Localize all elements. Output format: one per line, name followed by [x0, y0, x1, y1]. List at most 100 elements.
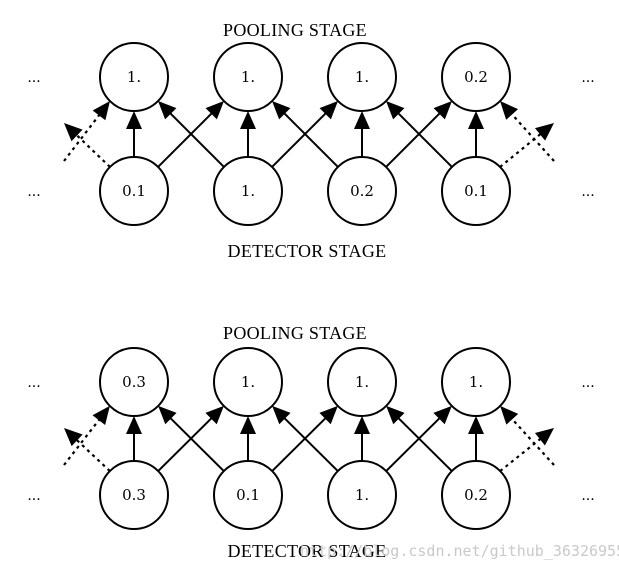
detector-node-value: 0.1	[122, 182, 146, 200]
pooling-node-3: 1.	[327, 347, 397, 417]
edge-d2-p2-arrowhead	[240, 111, 256, 129]
detector-node-value: 0.2	[464, 486, 488, 504]
detector-node-value: 1.	[241, 182, 255, 200]
detector-stage-label: DETECTOR STAGE	[228, 541, 387, 561]
pooling-node-value: 1.	[241, 68, 255, 86]
detector-node-circle	[327, 156, 397, 226]
edge-d1-p2-arrowhead	[205, 405, 224, 425]
edge-d3-p4-line	[385, 110, 443, 168]
pooling-node-circle	[99, 347, 169, 417]
detector-node-value: 0.2	[350, 182, 374, 200]
detector-node-circle	[441, 460, 511, 530]
detector-node-value: 0.1	[236, 486, 260, 504]
edge-d3-p3-arrowhead	[354, 416, 370, 434]
detector-node-4: 0.2	[441, 460, 511, 530]
edge-d1-p1-arrowhead	[126, 416, 142, 434]
pooling-node-1: 1.	[99, 42, 169, 112]
pooling-node-2: 1.	[213, 42, 283, 112]
edge-d1-p2-line	[157, 415, 215, 472]
detector-node-circle	[99, 156, 169, 226]
edge-d3-p4-arrowhead	[433, 101, 452, 120]
ellipsis: ...	[581, 184, 594, 200]
watermark: http://blog.csdn.net/github_36326955	[300, 542, 619, 560]
edge-d4-p3-arrowhead	[386, 101, 405, 120]
edge-d2-p3-arrowhead	[319, 101, 338, 120]
pooling-node-1: 0.3	[99, 347, 169, 417]
detector-node-2: 1.	[213, 156, 283, 226]
edge-d1-offscreen-left-line	[73, 436, 111, 472]
edge-d4-offscreen-right-arrowhead	[534, 123, 554, 141]
pooling-stage-label: POOLING STAGE	[223, 323, 367, 343]
pooling-node-circle	[327, 347, 397, 417]
edge-offscreen-left-p1-line	[63, 111, 103, 162]
pooling-node-2: 1.	[213, 347, 283, 417]
edge-d2-p1-line	[167, 110, 225, 168]
edge-d2-p1-arrowhead	[158, 101, 177, 120]
detector-node-circle	[441, 156, 511, 226]
edge-d3-p2-arrowhead	[272, 405, 291, 425]
ellipsis: ...	[581, 375, 594, 391]
detector-node-value: 0.1	[464, 182, 488, 200]
edge-d3-p4-line	[385, 415, 443, 472]
detector-stage-label: DETECTOR STAGE	[228, 241, 387, 261]
pooling-node-value: 1.	[355, 68, 369, 86]
ellipsis: ...	[27, 375, 40, 391]
edge-d2-p2-arrowhead	[240, 416, 256, 434]
pooling-node-value: 0.2	[464, 68, 488, 86]
pooling-node-circle	[99, 42, 169, 112]
edge-d2-p1-arrowhead	[158, 405, 177, 425]
pooling-node-circle	[441, 42, 511, 112]
edge-d2-p1-line	[167, 415, 225, 472]
edge-offscreen-left-p1-line	[63, 416, 103, 466]
detector-node-3: 1.	[327, 460, 397, 530]
edge-d1-offscreen-left-line	[73, 131, 111, 168]
ellipsis: ...	[27, 184, 40, 200]
pooling-node-3: 1.	[327, 42, 397, 112]
edge-d4-offscreen-right-arrowhead	[534, 428, 554, 446]
detector-node-circle	[213, 460, 283, 530]
edge-d3-p2-line	[281, 415, 339, 472]
detector-node-value: 1.	[355, 486, 369, 504]
pooling-node-value: 1.	[127, 68, 141, 86]
edge-d4-p3-line	[395, 110, 453, 168]
edge-d4-p4-arrowhead	[468, 111, 484, 129]
detector-node-value: 0.3	[122, 486, 146, 504]
edge-offscreen-left-p1-arrowhead	[92, 405, 110, 426]
edge-d1-offscreen-left-arrowhead	[64, 428, 83, 447]
pooling-node-circle	[327, 42, 397, 112]
detector-node-circle	[99, 460, 169, 530]
edge-d3-p3-arrowhead	[354, 111, 370, 129]
edge-d4-p3-arrowhead	[386, 405, 405, 425]
edge-d1-p2-line	[157, 110, 215, 168]
edge-d4-offscreen-right-line	[499, 435, 544, 472]
panel-2: POOLING STAGE DETECTOR STAGE............ 0…	[27, 323, 594, 561]
pooling-node-value: 1.	[355, 373, 369, 391]
pooling-node-value: 1.	[469, 373, 483, 391]
edge-d1-offscreen-left-arrowhead	[64, 123, 83, 142]
pooling-node-circle	[213, 347, 283, 417]
pooling-node-4: 1.	[441, 347, 511, 417]
edge-d2-p3-line	[271, 415, 329, 472]
detector-node-circle	[213, 156, 283, 226]
ellipsis: ...	[581, 488, 594, 504]
detector-node-4: 0.1	[441, 156, 511, 226]
edge-d1-p2-arrowhead	[205, 101, 224, 120]
pooling-stage-label: POOLING STAGE	[223, 20, 367, 40]
detector-node-1: 0.3	[99, 460, 169, 530]
detector-node-3: 0.2	[327, 156, 397, 226]
edge-d3-p2-arrowhead	[272, 101, 291, 120]
edge-d4-p4-arrowhead	[468, 416, 484, 434]
edge-d3-p4-arrowhead	[433, 405, 452, 425]
edge-offscreen-right-p4-arrowhead	[500, 405, 519, 425]
pooling-node-value: 1.	[241, 373, 255, 391]
edge-offscreen-right-p4-line	[508, 110, 555, 162]
detector-node-2: 0.1	[213, 460, 283, 530]
pooling-node-circle	[441, 347, 511, 417]
edge-offscreen-right-p4-arrowhead	[500, 101, 519, 120]
pooling-node-circle	[213, 42, 283, 112]
edge-offscreen-left-p1-arrowhead	[92, 101, 110, 121]
ellipsis: ...	[27, 488, 40, 504]
pooling-node-4: 0.2	[441, 42, 511, 112]
